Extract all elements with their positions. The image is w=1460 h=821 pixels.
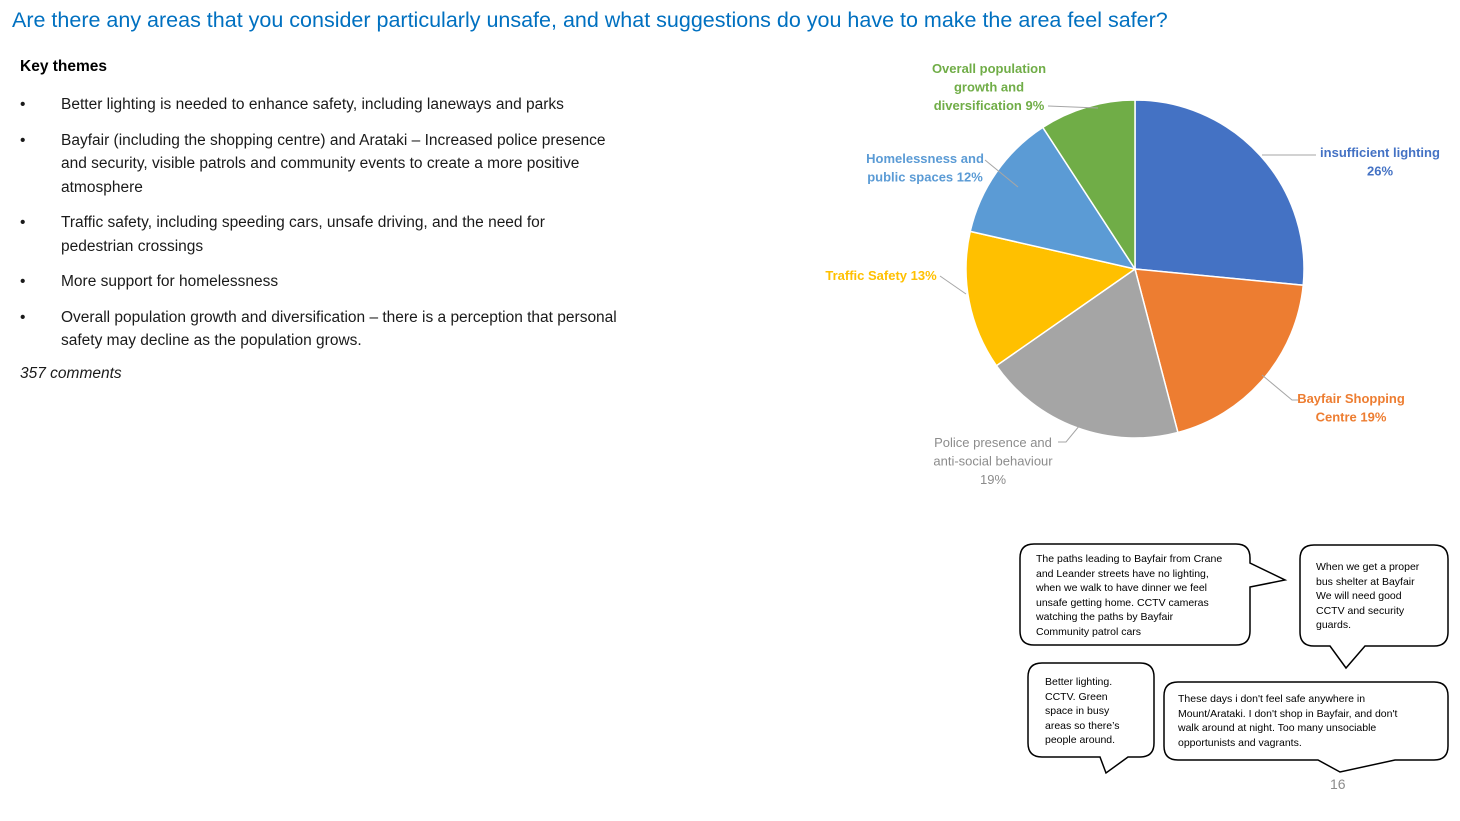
key-themes-list: • Better lighting is needed to enhance sa… [20,93,620,365]
pie-leader-line [984,159,1019,188]
theme-text: Better lighting is needed to enhance saf… [61,96,564,113]
theme-text: More support for homelessness [61,273,279,290]
theme-item: • More support for homelessness [20,270,620,294]
page-number: 16 [1330,776,1346,792]
pie-slice [1134,268,1305,434]
theme-item: • Bayfair (including the shopping centre)… [20,129,620,200]
pie-slice [1041,99,1136,272]
theme-item: • Overall population growth and diversifi… [20,306,620,353]
pie-leader-line [939,275,967,295]
key-themes-heading: Key themes [20,58,108,75]
bullet-icon: • [20,214,26,231]
pie-slice [965,230,1137,367]
pie-leader-line [1261,374,1298,401]
theme-text: Traffic safety, including speeding cars,… [61,214,545,255]
comment-bubble-text-4: These days i don't feel safe anywhere in… [1178,693,1398,749]
comment-count: 357 comments [20,365,122,382]
pie-data-label: Traffic Safety 13% [825,268,937,283]
theme-text: Bayfair (including the shopping centre) … [61,131,606,196]
pie-slice [969,126,1137,271]
theme-item: • Better lighting is needed to enhance sa… [20,93,620,117]
bullet-icon: • [20,96,26,113]
pie-slice [995,267,1179,439]
bullet-icon: • [20,131,26,149]
theme-text: Overall population growth and diversific… [61,308,617,350]
slide-title: Are there any areas that you consider pa… [12,8,1168,32]
bullet-icon: • [20,308,26,326]
theme-item: • Traffic safety, including speeding cars… [20,211,620,258]
pie-leader-line [1047,105,1099,109]
pie-leader-line [1058,424,1081,443]
pie-slice [1134,99,1305,287]
bullet-icon: • [20,273,26,290]
